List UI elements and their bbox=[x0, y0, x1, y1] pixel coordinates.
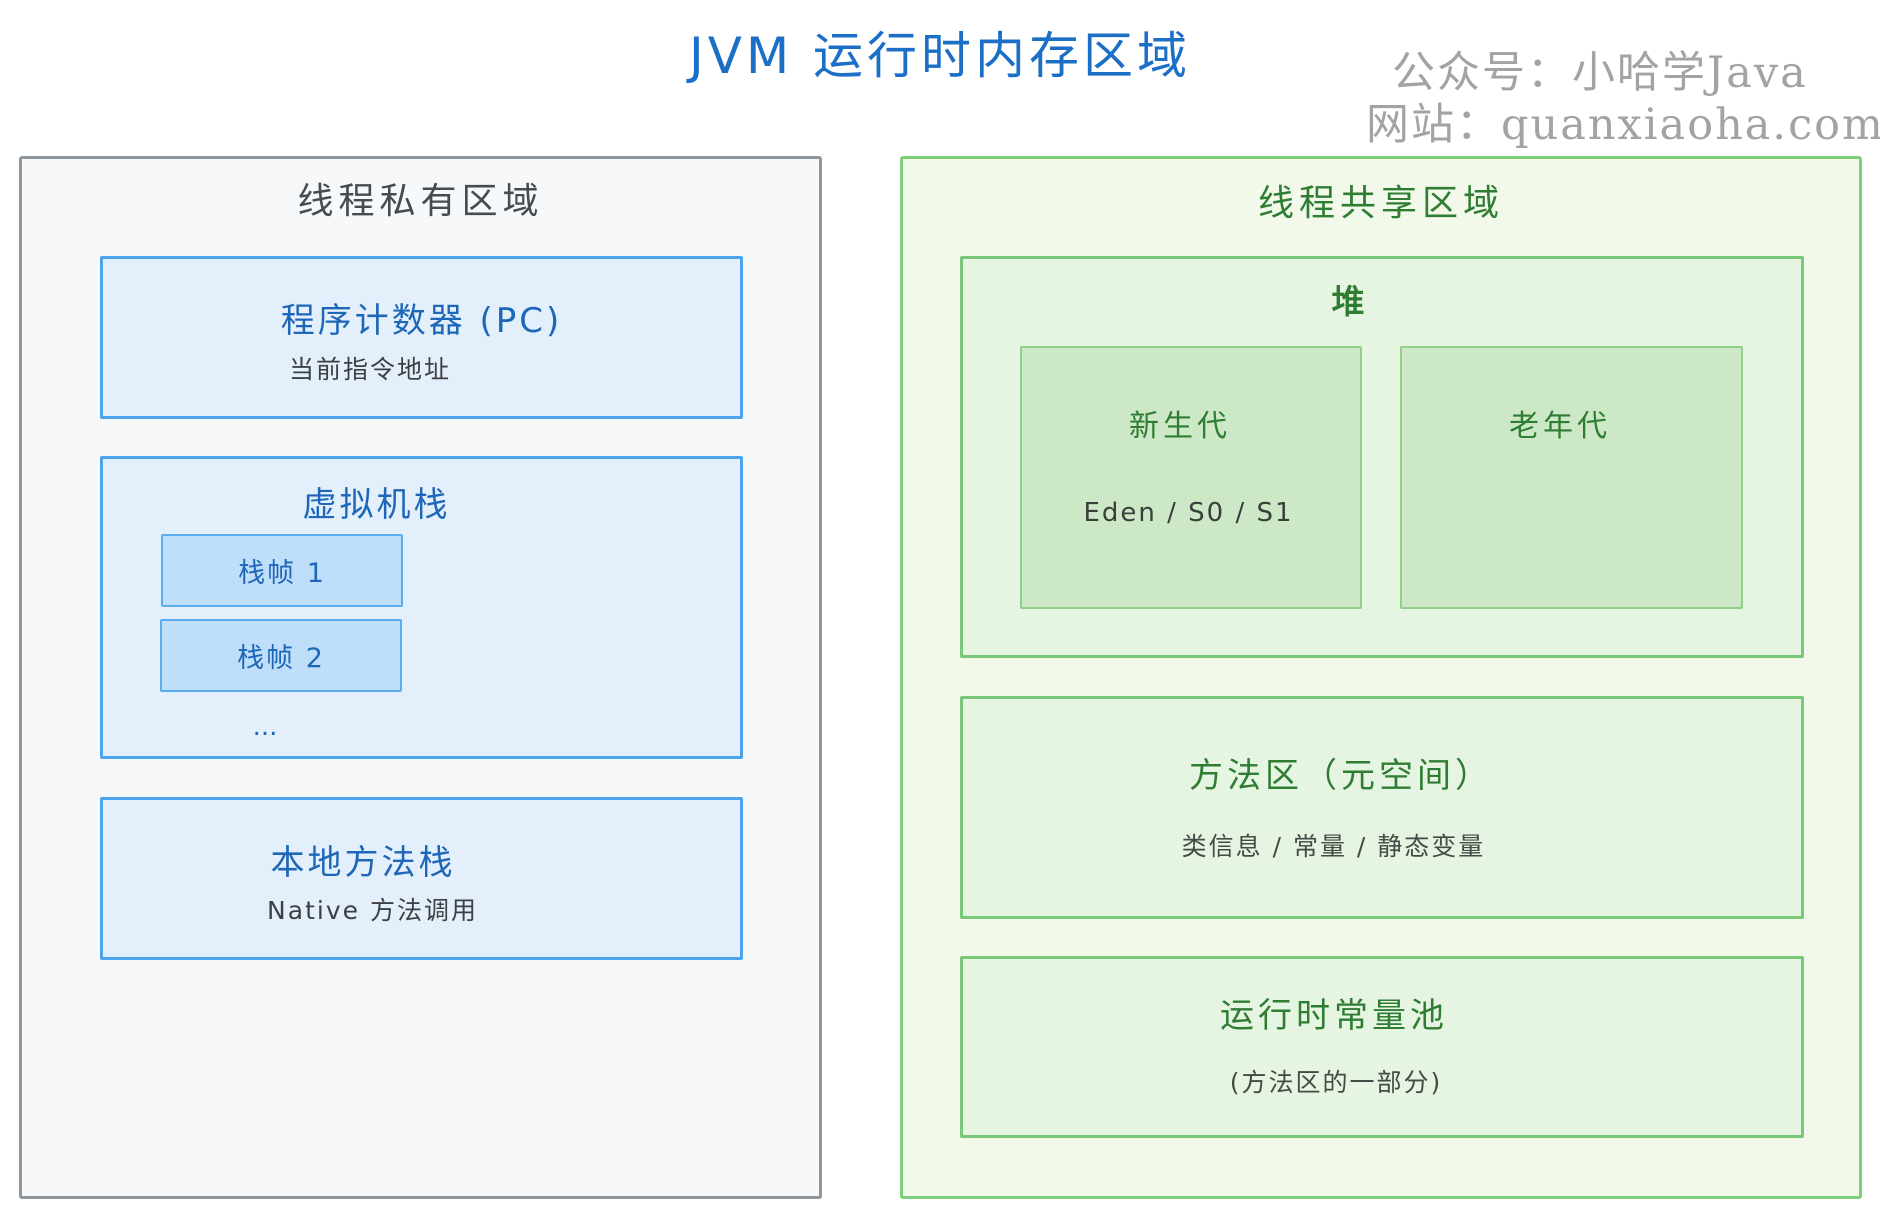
runtime-constant-pool-box bbox=[960, 956, 1804, 1138]
old-generation-title: 老年代 bbox=[1509, 409, 1611, 444]
stack-frame: 栈帧 2 bbox=[160, 619, 402, 692]
method-area-subtitle: 类信息 / 常量 / 静态变量 bbox=[1181, 832, 1486, 861]
program-counter-subtitle: 当前指令地址 bbox=[288, 355, 451, 384]
diagram-title: JVM 运行时内存区域 bbox=[689, 27, 1191, 85]
program-counter-title: 程序计数器 (PC) bbox=[280, 300, 563, 341]
runtime-constant-pool-subtitle: (方法区的一部分) bbox=[1229, 1068, 1443, 1097]
thread-private-label: 线程私有区域 bbox=[297, 181, 544, 222]
method-area-title: 方法区（元空间） bbox=[1189, 755, 1493, 796]
stack-frame: 栈帧 1 bbox=[161, 534, 403, 607]
native-method-stack-box bbox=[100, 797, 743, 960]
young-generation-box bbox=[1020, 346, 1362, 609]
native-method-stack-title: 本地方法栈 bbox=[270, 842, 456, 883]
stack-ellipsis: ... bbox=[252, 712, 278, 742]
vm-stack-title: 虚拟机栈 bbox=[302, 484, 451, 525]
old-generation-box bbox=[1400, 346, 1743, 609]
runtime-constant-pool-title: 运行时常量池 bbox=[1220, 995, 1448, 1036]
young-generation-subtitle: Eden / S0 / S1 bbox=[1083, 498, 1294, 528]
thread-shared-label: 线程共享区域 bbox=[1257, 183, 1504, 224]
program-counter-box bbox=[100, 256, 743, 419]
watermark-account: 公众号：小哈学Java bbox=[1392, 48, 1808, 98]
watermark-website: 网站：quanxiaoha.com bbox=[1366, 100, 1880, 150]
method-area-box bbox=[960, 696, 1804, 919]
young-generation-title: 新生代 bbox=[1129, 409, 1231, 444]
vm-stack-box bbox=[100, 456, 743, 759]
heap-title: 堆 bbox=[1331, 282, 1369, 321]
native-method-stack-subtitle: Native 方法调用 bbox=[267, 896, 478, 925]
